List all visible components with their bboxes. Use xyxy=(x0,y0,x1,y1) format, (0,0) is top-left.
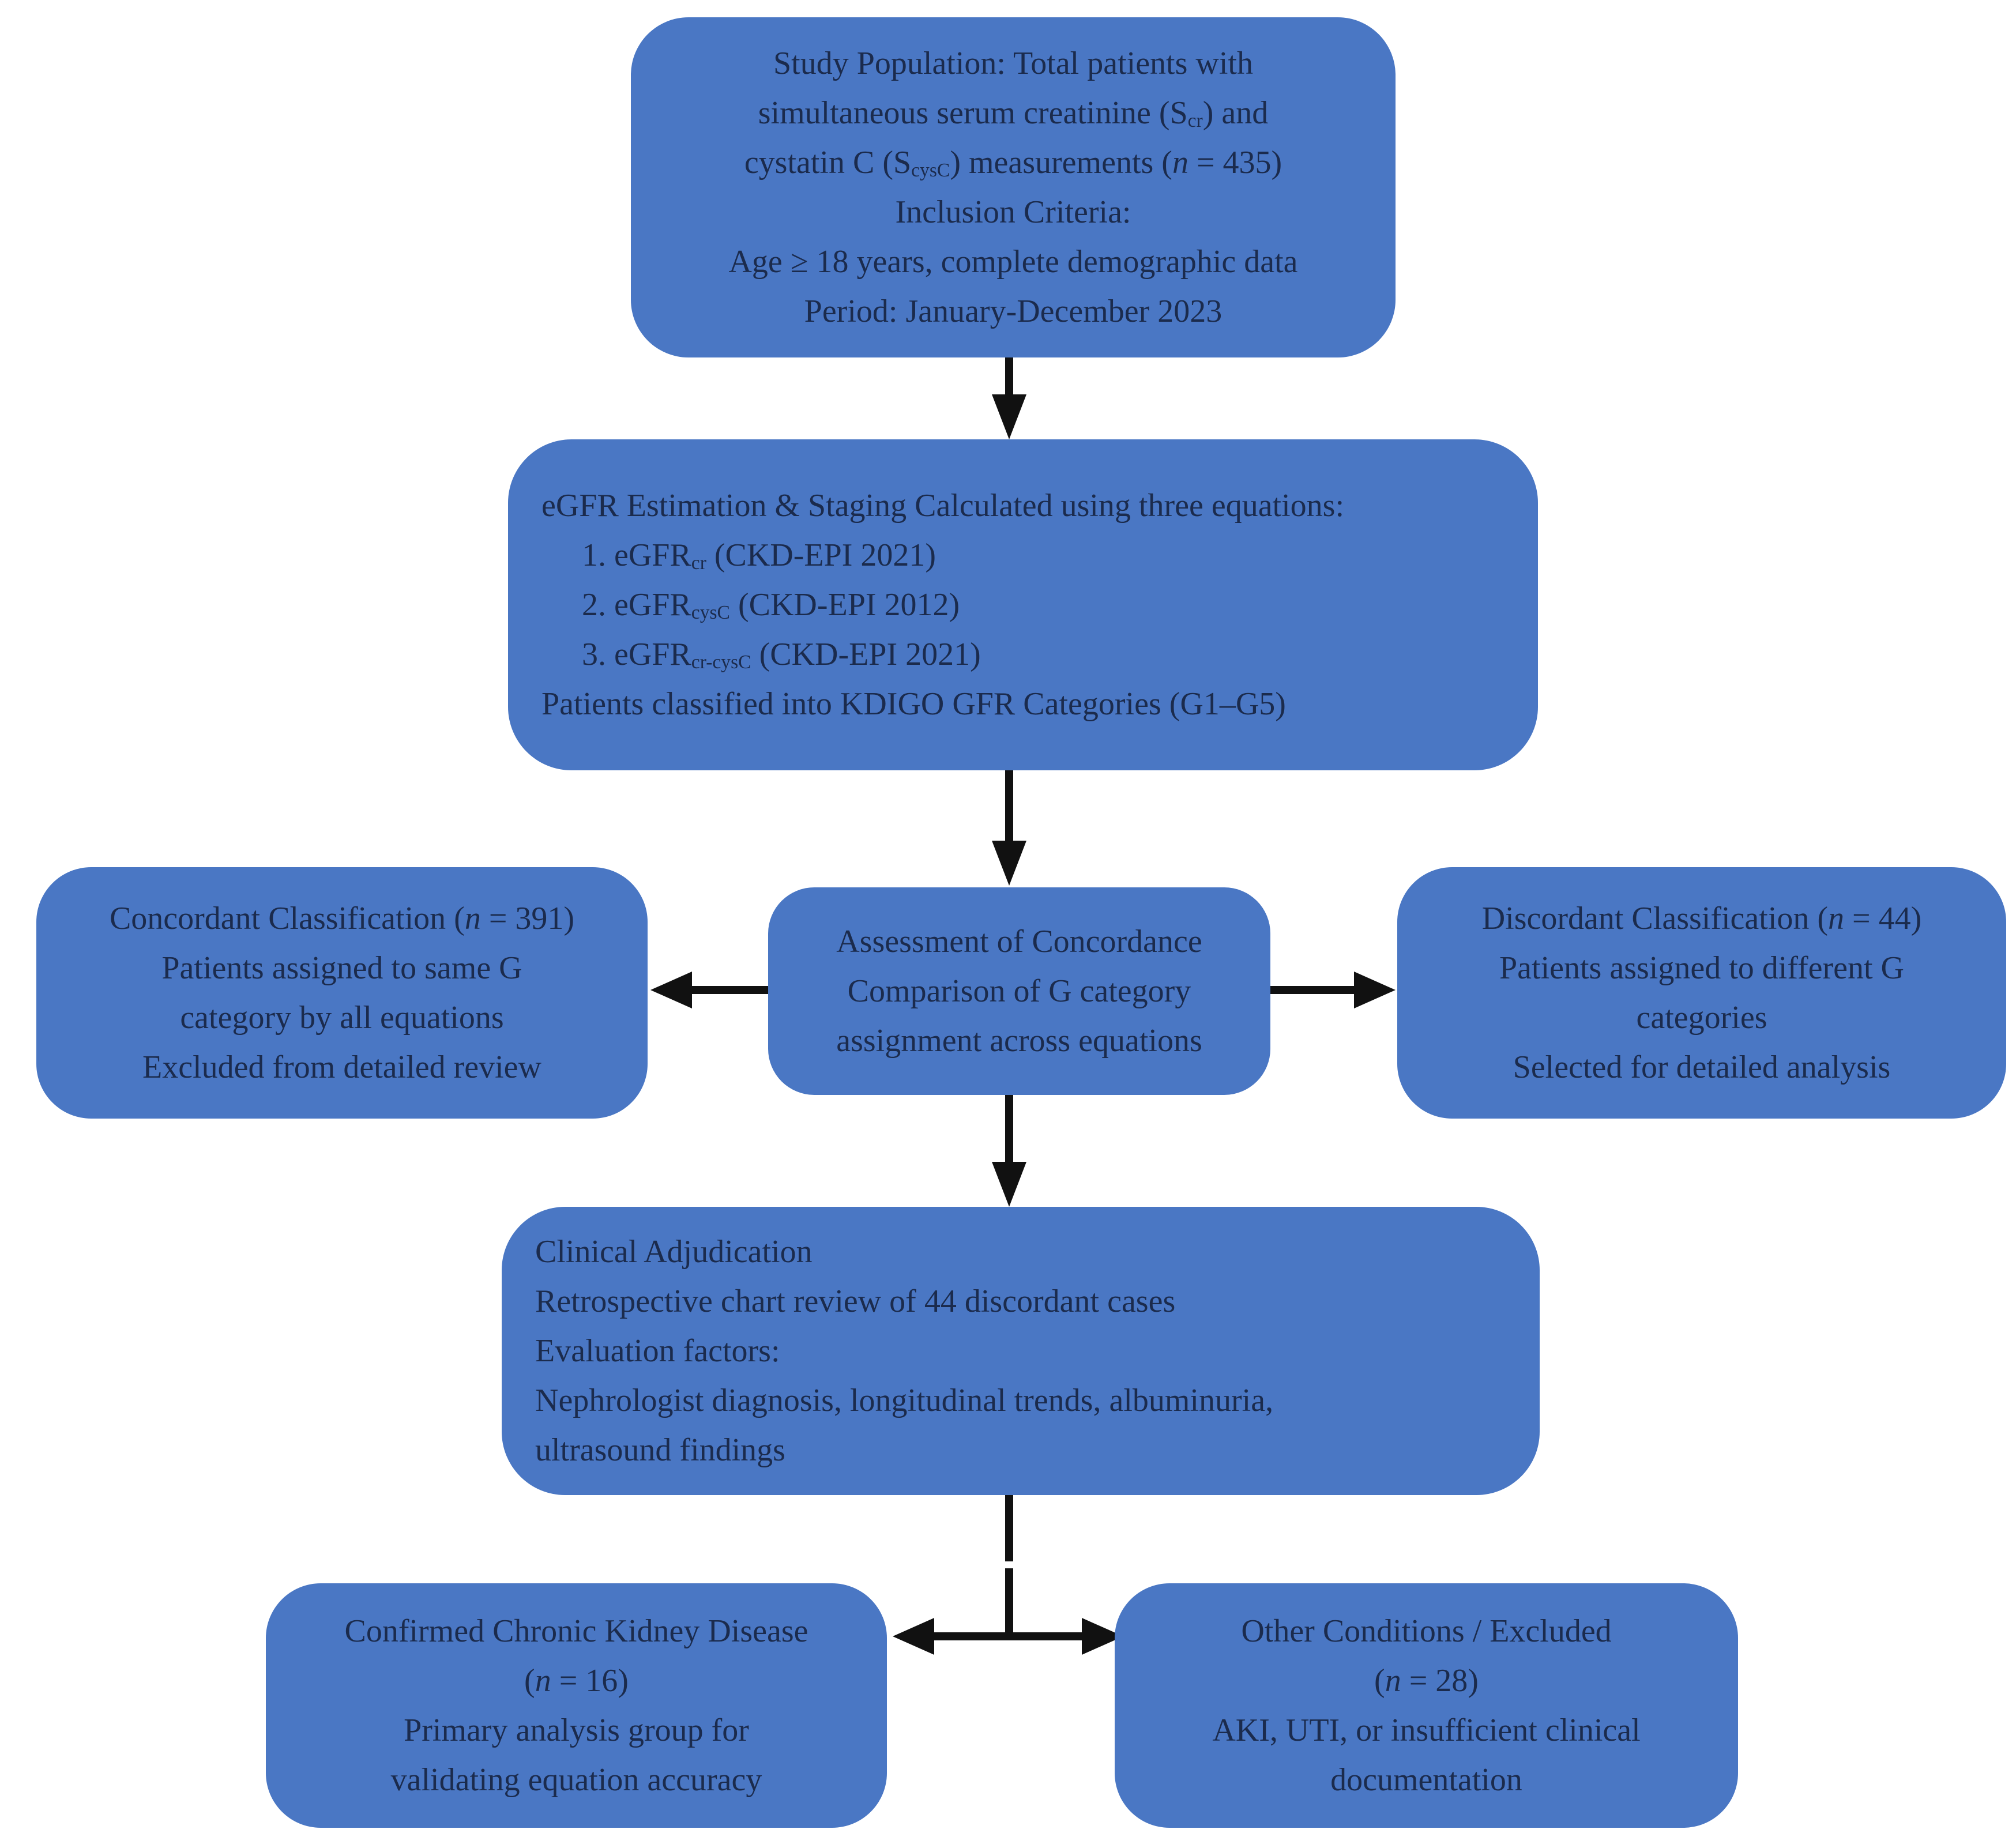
text-line: Selected for detailed analysis xyxy=(1513,1049,1891,1085)
text-line: categories xyxy=(1636,1000,1767,1036)
text-line: category by all equations xyxy=(180,1000,504,1036)
arrowhead-right-icon xyxy=(1354,972,1396,1008)
text-line: cystatin C (ScysC) measurements (n = 435… xyxy=(744,145,1282,182)
text-line: (n = 28) xyxy=(1374,1663,1479,1699)
text-line: Nephrologist diagnosis, longitudinal tre… xyxy=(535,1383,1274,1418)
text-line: Inclusion Criteria: xyxy=(895,194,1131,230)
arrowhead-down-icon xyxy=(992,1162,1026,1207)
assessment-of-concordance-box: Assessment of Concordance Comparison of … xyxy=(768,887,1270,1095)
text-line: Excluded from detailed review xyxy=(142,1049,541,1085)
text-line: AKI, UTI, or insufficient clinical xyxy=(1212,1712,1641,1748)
text-line: Period: January-December 2023 xyxy=(804,293,1223,329)
text-line: Study Population: Total patients with xyxy=(773,46,1253,81)
egfr-estimation-box: eGFR Estimation & Staging Calculated usi… xyxy=(508,439,1538,770)
text-line: eGFR Estimation & Staging Calculated usi… xyxy=(541,488,1345,524)
text-line: 2. eGFRcysC (CKD-EPI 2012) xyxy=(582,587,960,624)
clinical-adjudication-box: Clinical Adjudication Retrospective char… xyxy=(502,1207,1540,1495)
text-line: assignment across equations xyxy=(836,1023,1202,1059)
concordant-classification-box: Concordant Classification (n = 391) Pati… xyxy=(36,867,648,1119)
text-line: validating equation accuracy xyxy=(390,1762,762,1798)
text-line: Concordant Classification (n = 391) xyxy=(109,901,575,936)
arrow-shaft xyxy=(1270,986,1354,994)
text-line: Confirmed Chronic Kidney Disease xyxy=(344,1613,808,1649)
text-line: Assessment of Concordance xyxy=(836,924,1202,959)
arrowhead-left-icon xyxy=(893,1618,934,1655)
text-line: Patients assigned to same G xyxy=(161,950,522,986)
discordant-classification-box: Discordant Classification (n = 44) Patie… xyxy=(1397,867,2006,1119)
text-line: 1. eGFRcr (CKD-EPI 2021) xyxy=(582,537,936,574)
arrow-shaft xyxy=(1005,770,1013,841)
text-line: Patients assigned to different G xyxy=(1499,950,1904,986)
text-line: Other Conditions / Excluded xyxy=(1241,1613,1612,1649)
arrowhead-down-icon xyxy=(992,394,1026,439)
text-line: Discordant Classification (n = 44) xyxy=(1481,901,1922,936)
arrow-shaft xyxy=(1005,1568,1013,1632)
arrow-shaft xyxy=(934,1632,1082,1640)
arrow-shaft xyxy=(692,986,768,994)
arrow-shaft xyxy=(1005,1495,1013,1561)
text-line: 3. eGFRcr-cysC (CKD-EPI 2021) xyxy=(582,637,981,673)
other-conditions-excluded-box: Other Conditions / Excluded (n = 28) AKI… xyxy=(1115,1583,1738,1828)
arrow-shaft xyxy=(1005,1095,1013,1162)
text-line: ultrasound findings xyxy=(535,1432,785,1468)
text-line: Comparison of G category xyxy=(847,973,1191,1009)
confirmed-ckd-box: Confirmed Chronic Kidney Disease (n = 16… xyxy=(266,1583,887,1828)
text-line: (n = 16) xyxy=(524,1663,629,1699)
text-line: Retrospective chart review of 44 discord… xyxy=(535,1283,1176,1319)
text-line: Patients classified into KDIGO GFR Categ… xyxy=(541,686,1286,722)
text-line: Clinical Adjudication xyxy=(535,1234,813,1270)
arrowhead-down-icon xyxy=(992,841,1026,886)
arrowhead-left-icon xyxy=(650,972,692,1008)
text-line: Age ≥ 18 years, complete demographic dat… xyxy=(728,244,1298,280)
arrow-shaft xyxy=(1005,357,1013,394)
study-population-box: Study Population: Total patients with si… xyxy=(631,17,1396,357)
text-line: documentation xyxy=(1330,1762,1522,1798)
text-line: Evaluation factors: xyxy=(535,1333,780,1369)
text-line: simultaneous serum creatinine (Scr) and xyxy=(758,95,1269,132)
text-line: Primary analysis group for xyxy=(404,1712,749,1748)
